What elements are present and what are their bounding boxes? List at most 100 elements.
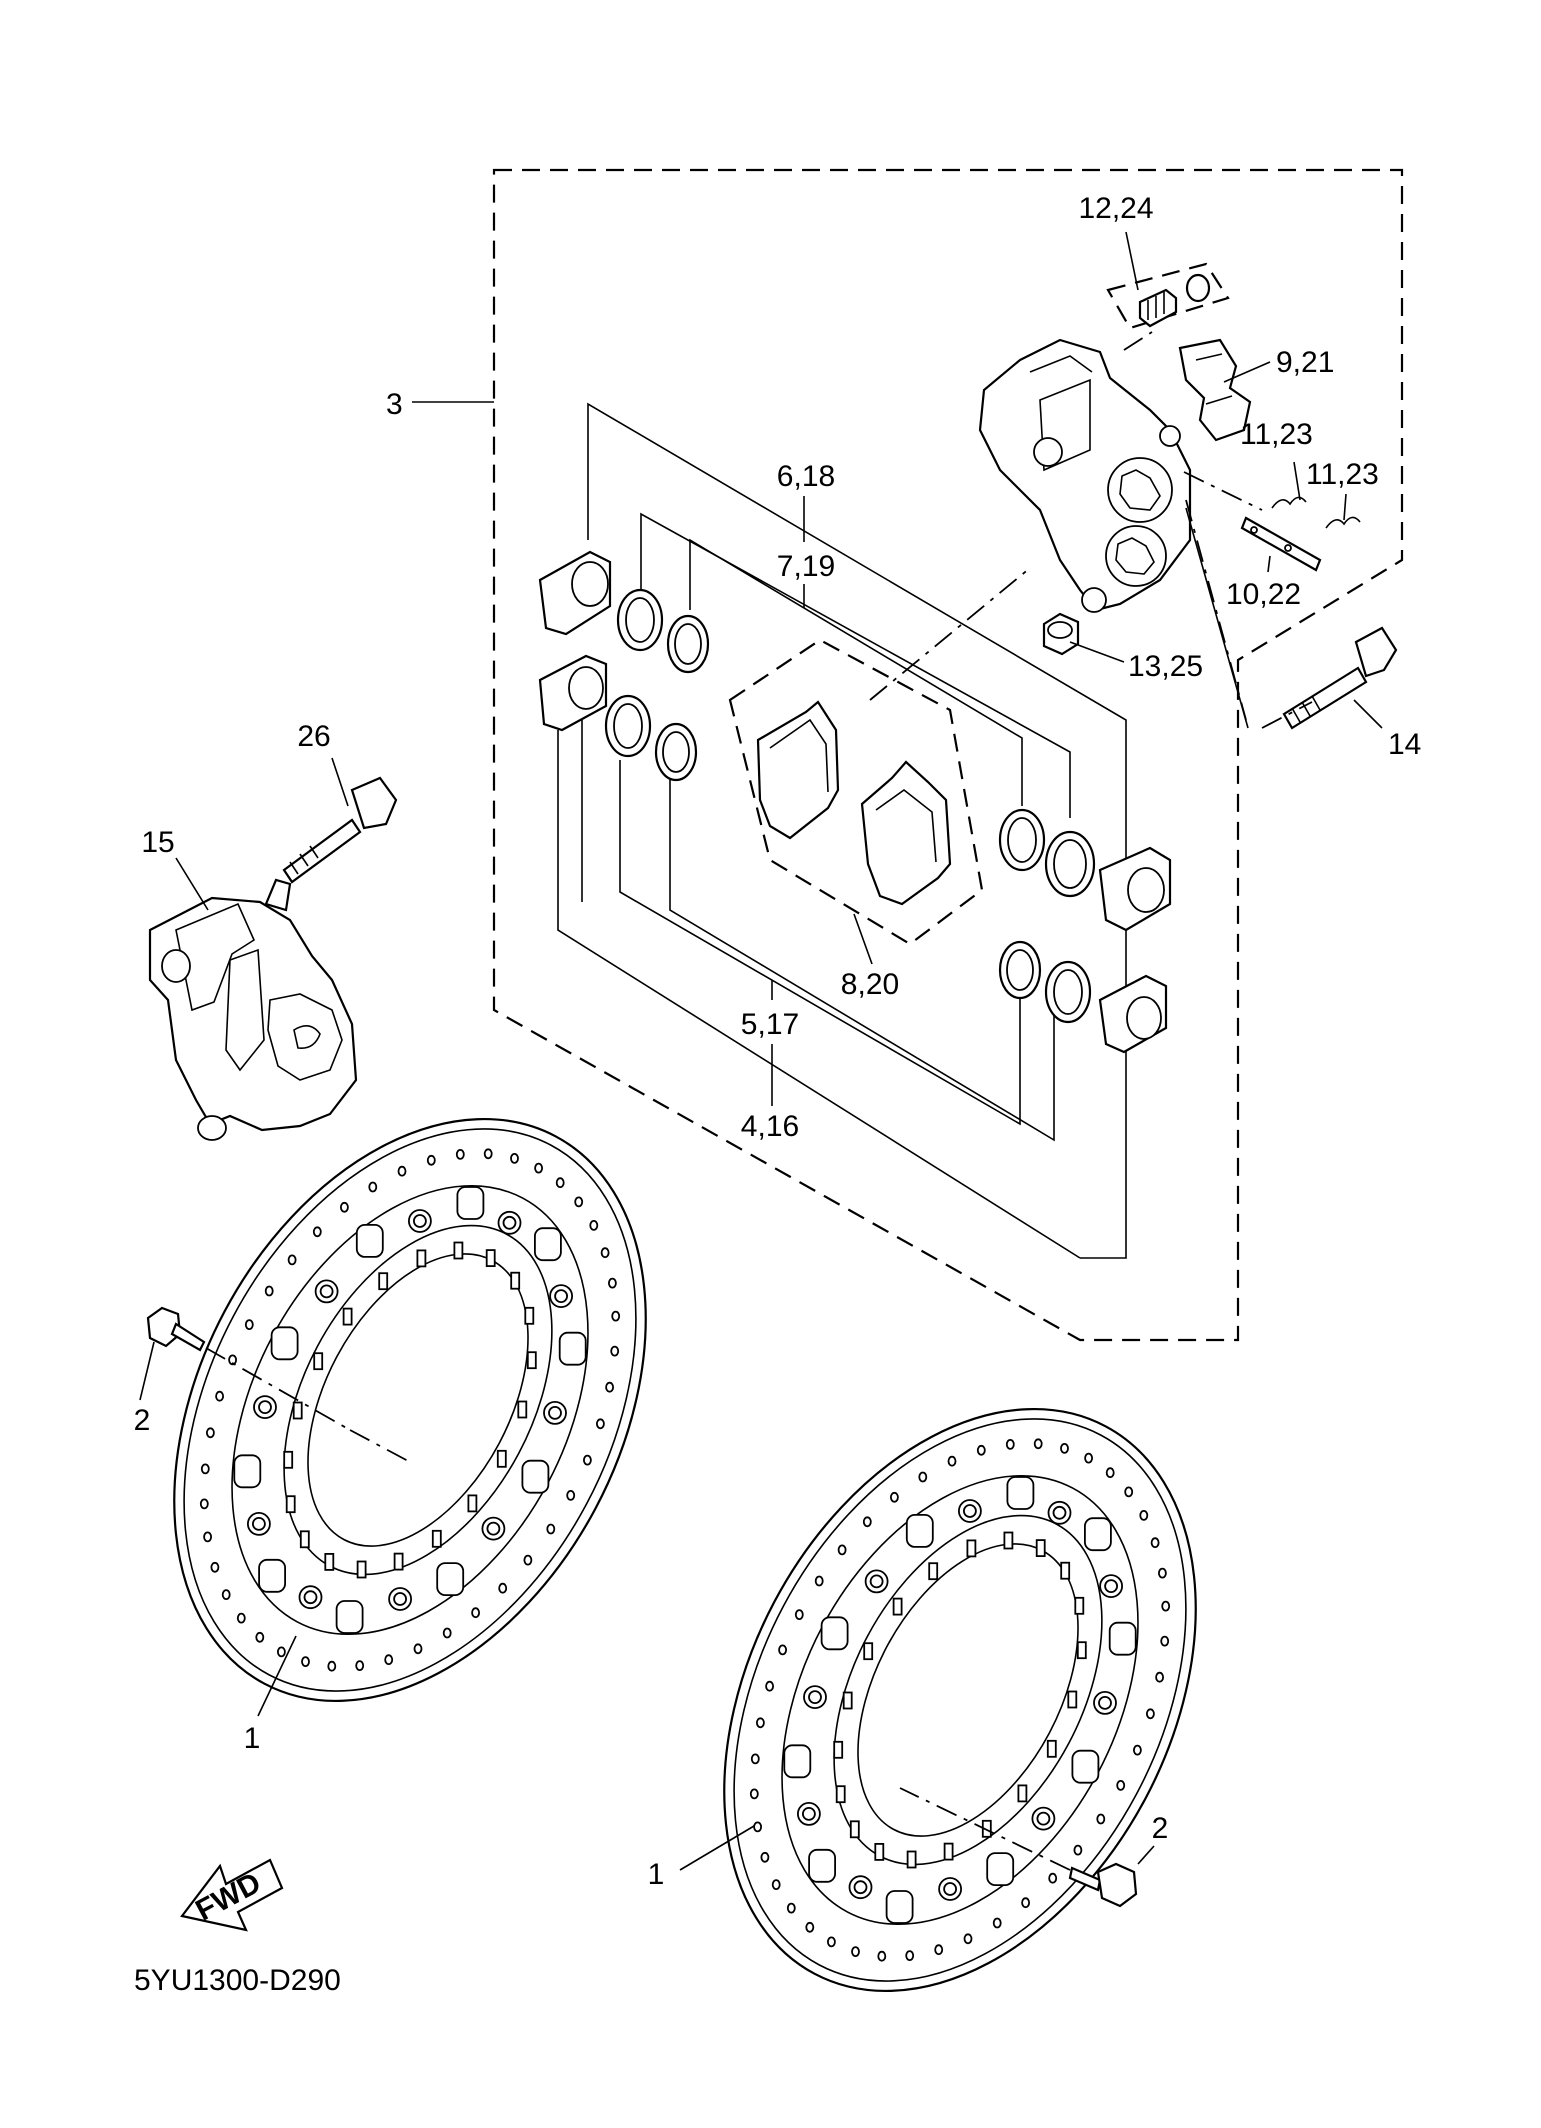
disc-rivet-inner [1036, 1811, 1051, 1826]
disc-cutout [1071, 1749, 1100, 1784]
disc-rivet-inner [853, 1880, 868, 1895]
alignment-lines [869, 331, 1313, 729]
disc-vent-hole [397, 1165, 407, 1177]
disc-carrier-slot [283, 1450, 294, 1469]
disc-vent-hole [583, 1454, 592, 1466]
disc-vent-hole [287, 1254, 297, 1266]
disc-vent-hole [546, 1523, 556, 1535]
disc-carrier-slot [1060, 1561, 1071, 1580]
disc-carrier-slot [524, 1306, 535, 1325]
disc-vent-hole [589, 1220, 599, 1231]
clip-right [1325, 516, 1361, 529]
disc-vent-hole [203, 1531, 213, 1543]
disc-cutout [258, 1558, 287, 1593]
brake-pad-right [860, 760, 952, 906]
disc-vent-hole [851, 1946, 860, 1957]
disc-vent-hole [862, 1516, 872, 1528]
disc-vent-hole [1139, 1510, 1149, 1521]
piston-upper-left [538, 550, 612, 636]
disc-carrier-slot [966, 1539, 977, 1558]
disc-rivet-inner [869, 1574, 884, 1589]
disc-rivet-inner [1104, 1579, 1118, 1593]
callout-11-23-right: 11,23 [1306, 458, 1379, 491]
disc-cutout [1006, 1476, 1035, 1510]
bleeder-screw [1138, 273, 1211, 328]
disc-carrier-slot [356, 1560, 367, 1579]
disc-vent-hole [510, 1153, 519, 1164]
disc-rivet-inner [548, 1406, 562, 1420]
disc-vent-hole [221, 1589, 231, 1600]
disc-vent-hole [814, 1575, 824, 1587]
disc-carrier-slot [1067, 1690, 1078, 1709]
disc-vent-hole [534, 1162, 543, 1174]
caliper-body [978, 338, 1192, 613]
disc-cutout [521, 1459, 550, 1494]
callout-26: 26 [297, 720, 330, 753]
disc-cutout [783, 1744, 812, 1779]
callout-3: 3 [386, 388, 403, 421]
disc-cutout [885, 1890, 914, 1924]
disc-carrier-slot [1035, 1539, 1046, 1557]
disc-vent-hole [471, 1607, 481, 1619]
disc-carrier-slot [393, 1552, 404, 1571]
disc-cutout [534, 1227, 562, 1262]
callout-2-left: 2 [134, 1404, 151, 1437]
pad-spring [1178, 338, 1252, 442]
disc-vent-hole [750, 1753, 760, 1765]
disc-vent-hole [1005, 1439, 1015, 1450]
disc-vent-hole [228, 1354, 238, 1366]
seal-bracket-lines [557, 402, 1127, 1259]
pad-pin [1240, 516, 1322, 572]
callout-10-22: 10,22 [1226, 578, 1301, 611]
disc-vent-hole [205, 1427, 215, 1439]
disc-carrier-slot [313, 1352, 324, 1371]
caliper-assembly-boundary [492, 168, 1404, 1342]
disc-vent-hole [426, 1154, 436, 1166]
callout-6-18: 6,18 [777, 460, 835, 493]
plug [1042, 612, 1080, 656]
callout-12-24: 12,24 [1078, 192, 1153, 225]
disc-cutout [905, 1514, 934, 1548]
disc-carrier-slot [1076, 1641, 1087, 1660]
disc-vent-hole [760, 1851, 770, 1863]
disc-rivet-inner [808, 1690, 822, 1704]
piston-upper-right [1098, 846, 1172, 932]
leader-lines [139, 231, 1383, 1871]
disc-vent-hole [976, 1444, 986, 1456]
disc-rivet-inner [502, 1215, 517, 1230]
disc-rivet-inner [802, 1807, 816, 1821]
disc-vent-hole [1021, 1897, 1030, 1909]
disc-vent-hole [771, 1879, 781, 1890]
disc-vent-hole [200, 1463, 210, 1475]
disc-rivet-inner [1052, 1505, 1067, 1520]
disc-carrier-slot [1003, 1531, 1014, 1550]
disc-vent-hole [255, 1631, 265, 1643]
disc-carrier-slot [906, 1850, 917, 1869]
disc-cutout [270, 1326, 299, 1361]
callout-1-left: 1 [244, 1722, 261, 1755]
callout-4-16: 4,16 [741, 1110, 799, 1143]
disc-bolt-right [899, 1787, 1138, 1908]
disc-carrier-slot [285, 1495, 296, 1514]
disc-vent-hole [301, 1656, 310, 1667]
disc-carrier-slot [863, 1642, 874, 1661]
disc-vent-hole [327, 1660, 337, 1672]
disc-vent-hole [890, 1491, 899, 1503]
disc-cutout [436, 1562, 465, 1596]
disc-vent-hole [905, 1950, 915, 1961]
disc-vent-hole [339, 1201, 349, 1213]
disc-vent-hole [210, 1561, 220, 1573]
disc-vent-hole [1116, 1780, 1126, 1791]
disc-vent-hole [1161, 1600, 1171, 1612]
disc-carrier-slot [292, 1401, 303, 1420]
disc-vent-hole [1105, 1467, 1115, 1479]
disc-rivet-inner [486, 1521, 501, 1536]
disc-vent-hole [778, 1644, 787, 1656]
disc-carrier-slot [431, 1529, 442, 1548]
disc-carrier-slot [849, 1820, 860, 1839]
disc-vent-hole [805, 1921, 815, 1933]
disc-vent-hole [600, 1247, 610, 1259]
disc-vent-hole [1146, 1708, 1155, 1720]
disc-vent-hole [934, 1944, 944, 1956]
disc-vent-hole [1160, 1635, 1170, 1647]
